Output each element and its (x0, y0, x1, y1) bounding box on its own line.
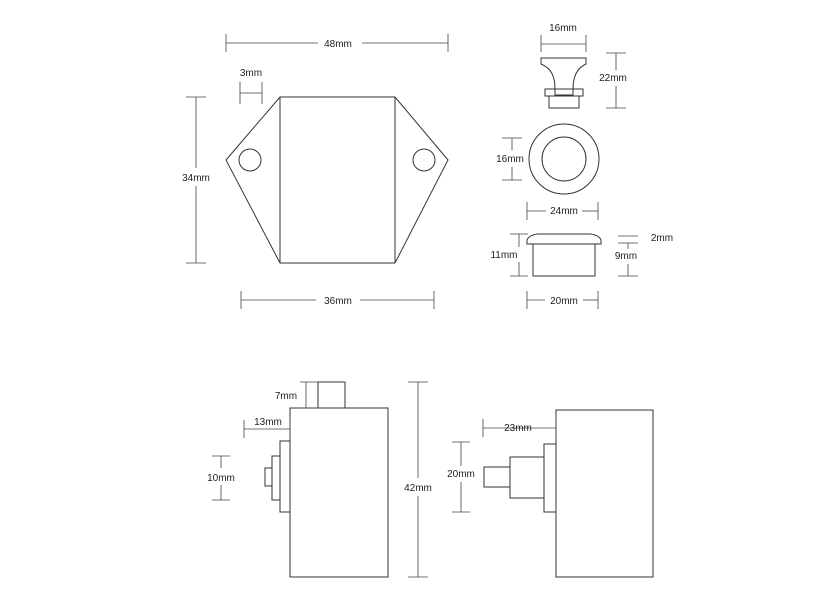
mounting-hole-left (238, 148, 262, 172)
ring-inner (541, 136, 587, 182)
dim-knob-16mm: 16mm (540, 23, 587, 52)
dim-22mm-label: 22mm (599, 73, 627, 84)
dim-13mm: 13mm (243, 417, 291, 438)
dim-42mm: 42mm (404, 381, 432, 578)
dim-10mm-label: 10mm (207, 473, 235, 484)
mounting-hole-right (412, 148, 436, 172)
dim-2mm: 2mm (618, 233, 673, 244)
dim-22mm: 22mm (599, 52, 627, 109)
dim-10mm: 10mm (207, 455, 235, 501)
ring-outer (528, 123, 600, 195)
sleeve-body (532, 243, 596, 277)
dim-7mm: 7mm (275, 381, 318, 409)
dim-sleeve-20mm: 20mm (526, 291, 599, 309)
dim-sleeve-20mm-label: 20mm (550, 296, 578, 307)
dim-right-20mm: 20mm (447, 441, 475, 513)
right-button (483, 466, 511, 488)
right-collar (543, 443, 557, 513)
dim-48mm: 48mm (225, 34, 449, 52)
top-view: 48mm 3mm 34mm 36mm (182, 34, 449, 309)
left-button-base (271, 455, 281, 501)
dim-2mm-label: 2mm (651, 233, 673, 244)
dim-23mm-label: 23mm (504, 423, 532, 434)
dim-23mm: 23mm (482, 419, 557, 437)
dim-42mm-label: 42mm (404, 483, 432, 494)
latch-outline (225, 96, 449, 264)
dim-36mm-label: 36mm (324, 296, 352, 307)
right-button-base (509, 456, 545, 499)
left-collar (279, 440, 291, 513)
ring-view: 16mm 24mm (496, 123, 600, 220)
dim-13mm-label: 13mm (254, 417, 282, 428)
dim-9mm: 9mm (615, 243, 638, 277)
knob-view: 16mm 22mm (540, 23, 627, 109)
dim-34mm-label: 34mm (182, 173, 210, 184)
dim-ring-16mm-label: 16mm (496, 154, 524, 165)
dim-right-20mm-label: 20mm (447, 469, 475, 480)
dim-11mm: 11mm (490, 233, 528, 277)
left-button (264, 467, 273, 487)
dim-36mm: 36mm (240, 291, 435, 309)
dim-7mm-label: 7mm (275, 391, 297, 402)
dim-9mm-label: 9mm (615, 251, 637, 262)
dim-34mm: 34mm (182, 96, 210, 264)
knob-stem (548, 95, 580, 109)
side-view-left: 7mm 13mm 10mm 42mm (207, 381, 432, 578)
right-body (555, 409, 654, 578)
dim-knob-16mm-label: 16mm (549, 23, 577, 34)
dim-3mm-label: 3mm (240, 68, 262, 79)
left-top-stub (317, 381, 346, 409)
dim-24mm-label: 24mm (550, 206, 578, 217)
dim-ring-16mm: 16mm (496, 137, 524, 181)
dim-3mm: 3mm (239, 68, 263, 104)
side-view-right: 23mm 20mm (447, 409, 654, 578)
sleeve-rim (526, 233, 602, 245)
dim-24mm: 24mm (526, 202, 599, 220)
dim-48mm-label: 48mm (324, 39, 352, 50)
knob-outline (540, 57, 587, 96)
left-body (289, 407, 389, 578)
sleeve-view: 11mm 2mm 9mm 20mm (490, 233, 673, 309)
dim-11mm-label: 11mm (490, 250, 517, 261)
